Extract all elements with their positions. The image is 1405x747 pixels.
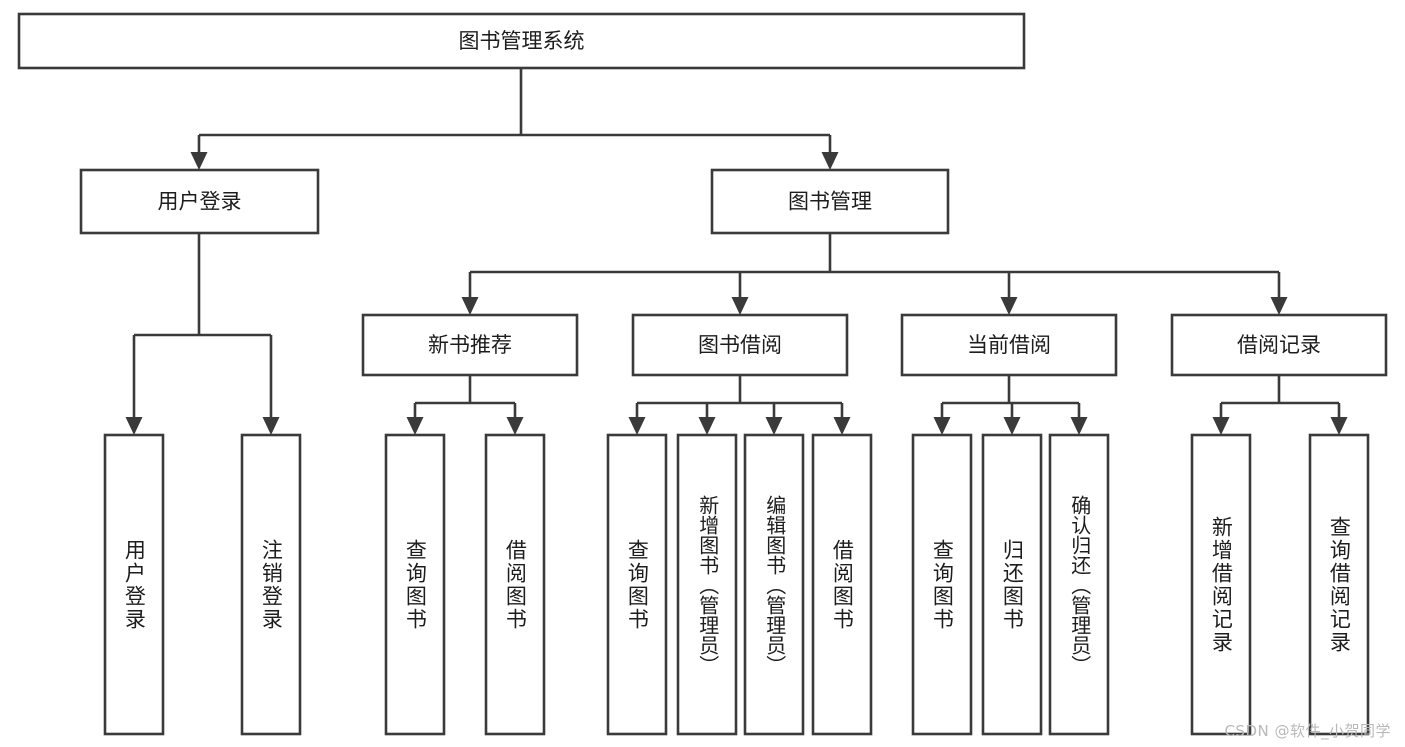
leaf-node-查询借阅记录-12-box[interactable]: [1308, 433, 1370, 736]
leaf-node-借阅图书-7-box[interactable]: [811, 433, 873, 736]
leaf-node-用户登录-0-box[interactable]: [103, 433, 165, 736]
level2-node-用户登录-box[interactable]: [79, 168, 320, 235]
leaf-node-注销登录-1-box[interactable]: [240, 433, 302, 736]
leaf-node-查询图书-4-box[interactable]: [606, 433, 668, 736]
arrow-head-drop-record: [1270, 297, 1288, 315]
arrow-head-drop-bb-add: [698, 417, 716, 435]
root-node-图书管理系统-box[interactable]: [17, 12, 1026, 70]
leaf-node-查询图书-2-box[interactable]: [384, 433, 446, 736]
level3-node-图书借阅-box[interactable]: [631, 313, 849, 377]
level2-node-图书管理-box[interactable]: [710, 168, 950, 235]
leaf-node-编辑图书管理员-6-box[interactable]: [743, 433, 805, 736]
level3-node-借阅记录-label: 借阅记录: [1237, 333, 1321, 357]
arrow-head-drop-book-mgmt-box: [821, 152, 839, 170]
level2-node-用户登录-label: 用户登录: [158, 190, 242, 214]
arrow-head-drop-nb-query: [406, 417, 424, 435]
leaf-node-查询图书-8-box[interactable]: [911, 433, 973, 736]
arrow-head-drop-bb-borrow: [833, 417, 851, 435]
level3-node-当前借阅-box[interactable]: [900, 313, 1118, 377]
arrow-head-drop-cur-confirm: [1070, 417, 1088, 435]
level3-node-新书推荐-box[interactable]: [361, 313, 579, 377]
level3-node-当前借阅-label: 当前借阅: [967, 333, 1051, 357]
leaf-node-确认归还管理员-10-box[interactable]: [1048, 433, 1110, 736]
connector-layer: [125, 68, 1348, 435]
arrow-head-drop-bb-edit: [765, 417, 783, 435]
arrow-head-drop-current: [1000, 297, 1018, 315]
arrow-head-drop-nb-borrow: [506, 417, 524, 435]
leaf-node-借阅图书-3-box[interactable]: [484, 433, 546, 736]
arrow-head-drop-user-login-box: [190, 152, 208, 170]
watermark-text: CSDN @软件_小贺同学: [1224, 722, 1391, 740]
arrow-head-drop-rec-query: [1330, 417, 1348, 435]
leaf-node-新增图书管理员-5-box[interactable]: [676, 433, 738, 736]
root-node-图书管理系统-label: 图书管理系统: [459, 29, 585, 53]
arrow-head-drop-new-book: [461, 297, 479, 315]
arrow-head-drop-logout: [262, 417, 280, 435]
arrow-head-drop-user-login: [125, 417, 143, 435]
arrow-head-drop-cur-return: [1003, 417, 1021, 435]
arrow-head-drop-borrow-book: [731, 297, 749, 315]
level3-node-新书推荐-label: 新书推荐: [428, 333, 512, 357]
arrow-head-drop-bb-query: [628, 417, 646, 435]
level2-node-图书管理-label: 图书管理: [788, 190, 872, 214]
level3-node-借阅记录-box[interactable]: [1170, 313, 1388, 377]
arrow-head-drop-cur-query: [933, 417, 951, 435]
leaf-node-归还图书-9-box[interactable]: [981, 433, 1043, 736]
level3-node-图书借阅-label: 图书借阅: [698, 333, 782, 357]
box-layer: [17, 12, 1388, 736]
arrow-head-drop-rec-add: [1212, 417, 1230, 435]
leaf-node-新增借阅记录-11-box[interactable]: [1190, 433, 1252, 736]
